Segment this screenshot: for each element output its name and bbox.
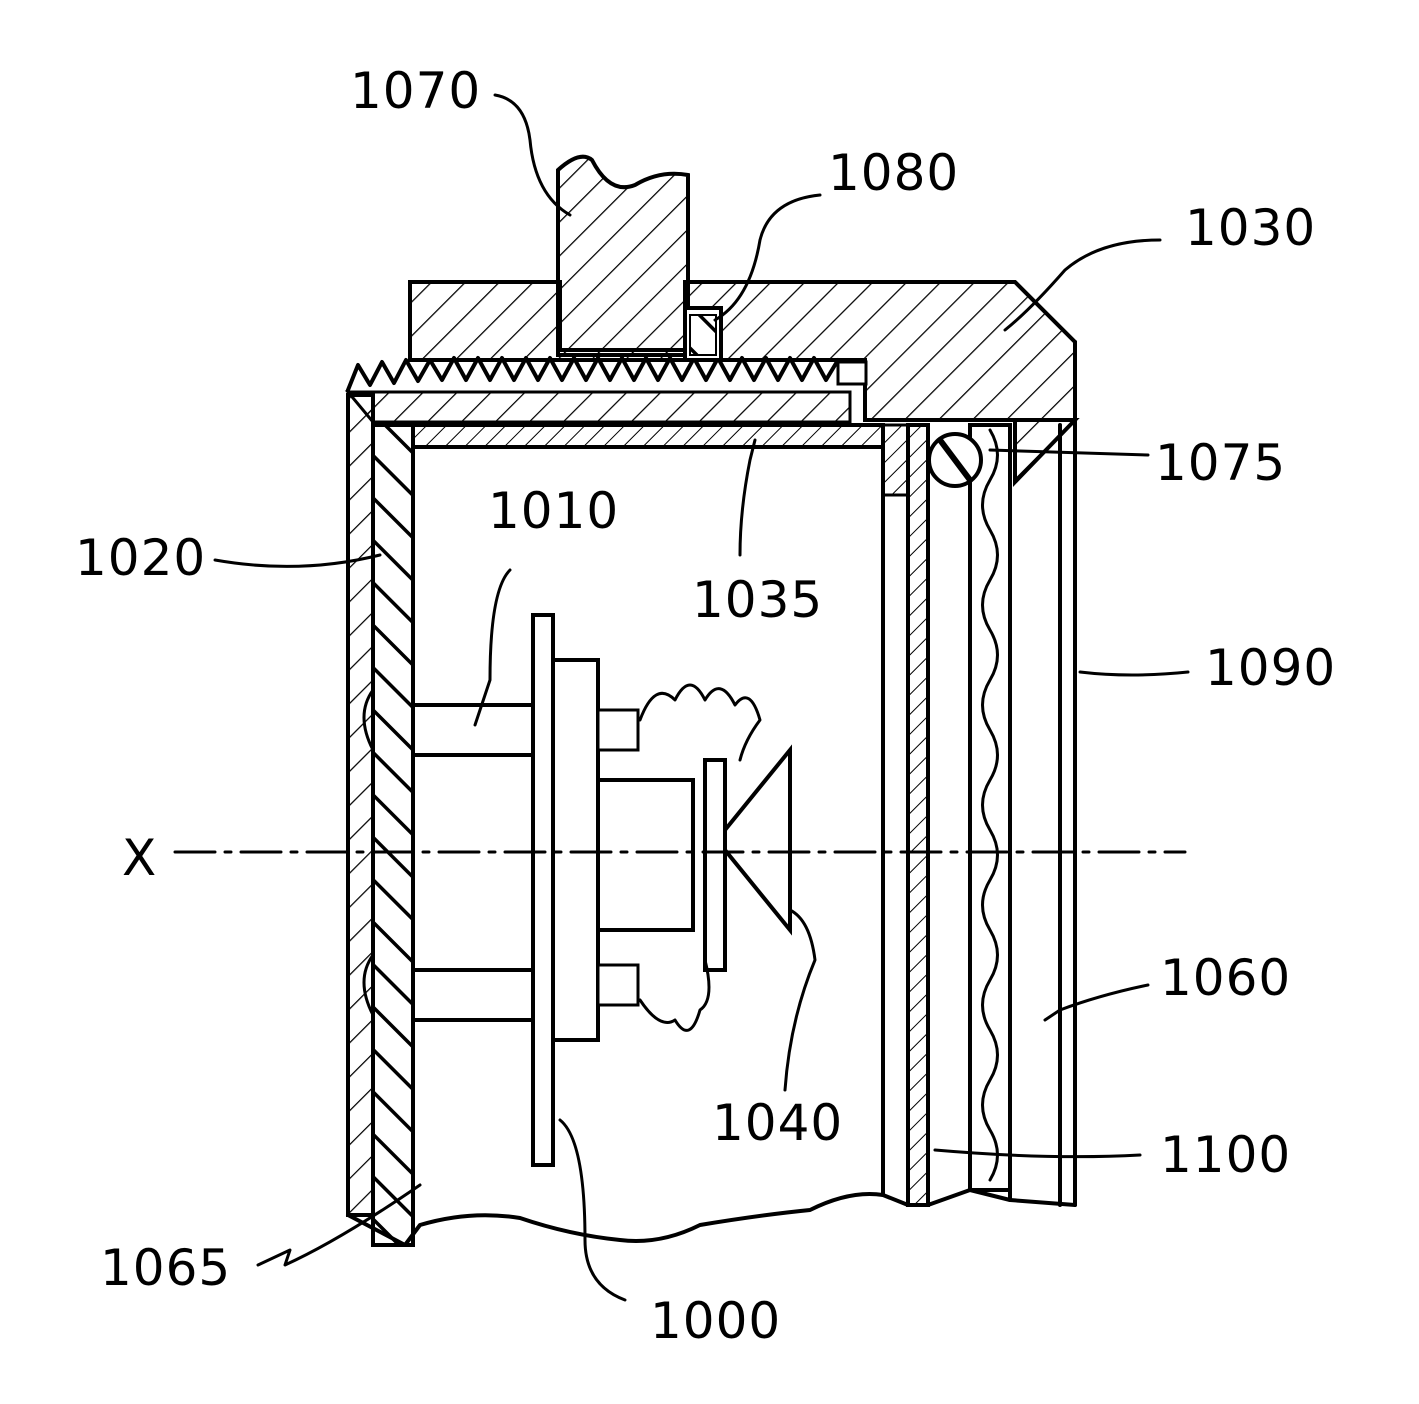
label-1070: 1070 xyxy=(350,62,481,120)
label-1000: 1000 xyxy=(650,1292,781,1350)
label-1035: 1035 xyxy=(692,571,823,629)
label-1020: 1020 xyxy=(75,529,206,587)
inner-tubes xyxy=(883,425,1060,1205)
axis-label-x: X xyxy=(122,829,157,887)
label-1080: 1080 xyxy=(828,144,959,202)
transducer-1040 xyxy=(598,750,790,970)
label-1010: 1010 xyxy=(488,482,619,540)
break-line xyxy=(348,1190,1075,1245)
o-ring-1080 xyxy=(685,308,721,360)
outer-sleeve-left-wall xyxy=(348,395,413,1245)
label-1075: 1075 xyxy=(1155,434,1286,492)
label-1030: 1030 xyxy=(1185,199,1316,257)
label-1090: 1090 xyxy=(1205,639,1336,697)
label-1040: 1040 xyxy=(712,1094,843,1152)
label-1100: 1100 xyxy=(1160,1126,1291,1184)
reference-labels: X 1070 1080 1030 1075 1010 1020 1035 109… xyxy=(75,62,1336,1350)
label-1060: 1060 xyxy=(1160,949,1291,1007)
label-1065: 1065 xyxy=(100,1239,231,1297)
bolts-1010 xyxy=(413,705,533,1020)
plate-1035 xyxy=(413,425,883,447)
stem-1070 xyxy=(558,157,688,355)
